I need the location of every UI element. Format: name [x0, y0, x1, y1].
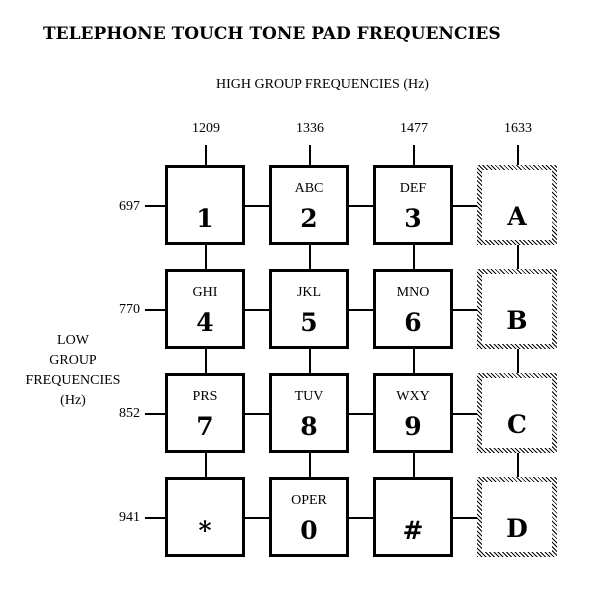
key-hash-digit: # — [402, 516, 424, 545]
key-star-digit: * — [198, 516, 212, 545]
low-freq-941: 941 — [119, 510, 140, 525]
key-3-digit: 3 — [404, 204, 422, 233]
low-freq-697: 697 — [119, 199, 140, 214]
key-7-letters: PRS — [192, 389, 218, 404]
key-1-digit: 1 — [196, 204, 214, 233]
high-freq-1633: 1633 — [504, 121, 532, 136]
key-8[interactable]: TUV 8 — [269, 373, 349, 453]
key-2-digit: 2 — [300, 204, 318, 233]
key-4-letters: GHI — [192, 285, 218, 300]
key-5-letters: JKL — [296, 285, 322, 300]
key-a[interactable]: A — [477, 165, 557, 245]
key-a-digit: A — [507, 202, 527, 231]
low-group-label-line-2: GROUP — [49, 353, 97, 368]
key-d-digit: D — [506, 514, 528, 543]
key-star[interactable]: * — [165, 477, 245, 557]
key-2[interactable]: ABC 2 — [269, 165, 349, 245]
key-7-digit: 7 — [196, 412, 214, 441]
low-group-label: LOW GROUP FREQUENCIES (Hz) — [4, 331, 142, 411]
high-group-label-text: HIGH GROUP FREQUENCIES (Hz) — [216, 77, 429, 92]
key-3[interactable]: DEF 3 — [373, 165, 453, 245]
key-6-letters: MNO — [396, 285, 430, 300]
low-freq-852: 852 — [119, 406, 140, 421]
key-d[interactable]: D — [477, 477, 557, 557]
diagram-title: TELEPHONE TOUCH TONE PAD FREQUENCIES — [43, 24, 501, 44]
low-group-label-line-1: LOW — [57, 333, 89, 348]
key-c-digit: C — [507, 410, 527, 439]
key-9-digit: 9 — [404, 412, 422, 441]
key-5[interactable]: JKL 5 — [269, 269, 349, 349]
high-freq-1477: 1477 — [400, 121, 428, 136]
high-freq-1336: 1336 — [296, 121, 324, 136]
key-0[interactable]: OPER 0 — [269, 477, 349, 557]
key-0-digit: 0 — [300, 516, 318, 545]
high-freq-1209: 1209 — [192, 121, 220, 136]
key-4[interactable]: GHI 4 — [165, 269, 245, 349]
key-b[interactable]: B — [477, 269, 557, 349]
key-6[interactable]: MNO 6 — [373, 269, 453, 349]
key-8-digit: 8 — [300, 412, 318, 441]
key-1[interactable]: 1 — [165, 165, 245, 245]
low-freq-770: 770 — [119, 302, 140, 317]
key-0-letters: OPER — [291, 493, 327, 508]
key-6-digit: 6 — [404, 308, 422, 337]
low-group-label-line-3: FREQUENCIES — [25, 373, 121, 388]
key-4-digit: 4 — [196, 308, 214, 337]
key-9-letters: WXY — [396, 389, 430, 404]
low-group-label-line-4: (Hz) — [60, 393, 86, 408]
key-8-letters: TUV — [294, 389, 324, 404]
key-hash[interactable]: # — [373, 477, 453, 557]
key-b-digit: B — [506, 306, 528, 335]
key-5-digit: 5 — [300, 308, 318, 337]
key-c[interactable]: C — [477, 373, 557, 453]
key-9[interactable]: WXY 9 — [373, 373, 453, 453]
key-7[interactable]: PRS 7 — [165, 373, 245, 453]
key-3-letters: DEF — [399, 181, 427, 196]
key-2-letters: ABC — [294, 181, 324, 196]
